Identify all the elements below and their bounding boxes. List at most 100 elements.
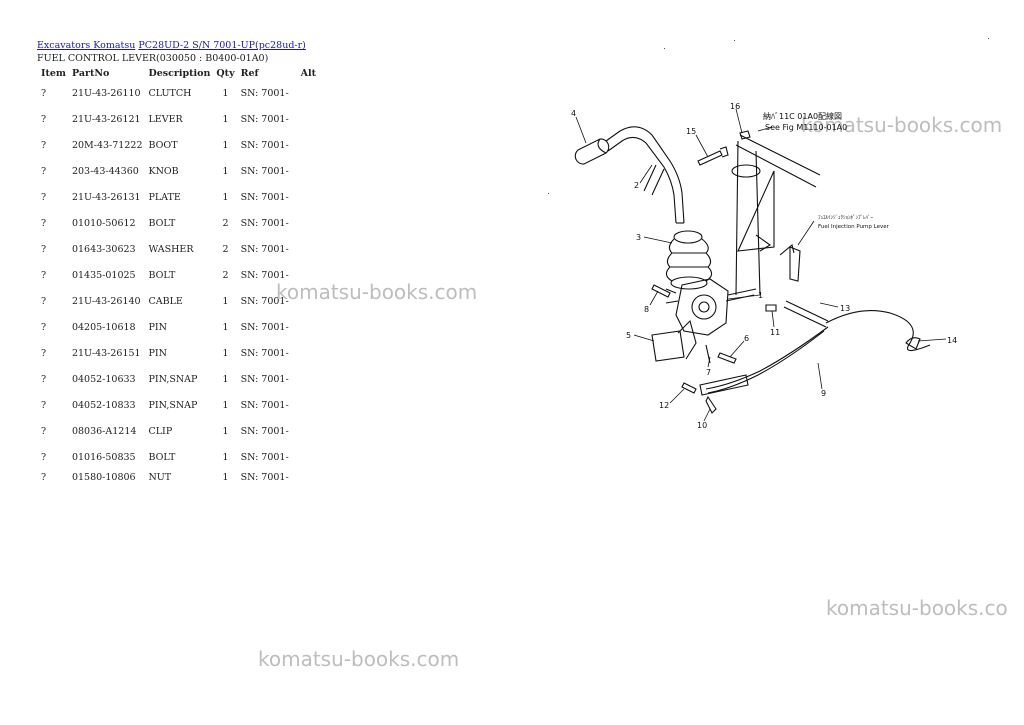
cell-alt — [298, 340, 319, 366]
cell-qty: 1 — [222, 321, 229, 333]
cell-description: CLUTCH — [148, 87, 192, 99]
cell-item: ? — [41, 471, 47, 483]
cell-qty: 1 — [222, 347, 229, 359]
cell-ref: SN: 7001- — [240, 399, 289, 411]
breadcrumb-link-model[interactable]: PC28UD-2 S/N 7001-UP(pc28ud-r) — [138, 40, 306, 51]
callout-1: 1 — [758, 291, 763, 300]
lever-part — [605, 126, 685, 224]
callout-15: 15 — [686, 127, 696, 136]
cell-ref: SN: 7001- — [240, 243, 289, 255]
header-alt: Alt — [300, 67, 316, 79]
cell-alt — [298, 106, 319, 132]
cell-ref: SN: 7001- — [240, 217, 289, 229]
cell-ref: SN: 7001- — [240, 451, 289, 463]
knob-part — [574, 138, 610, 165]
cell-partno: 21U-43-26151 — [71, 347, 141, 359]
cell-item: ? — [41, 217, 47, 229]
bolt-6-part — [717, 352, 737, 364]
clutch-part — [665, 278, 757, 336]
cell-partno: 01643-30623 — [71, 243, 136, 255]
scan-speck — [548, 193, 549, 194]
frame-part — [731, 134, 821, 296]
cell-qty: 1 — [222, 425, 229, 437]
cell-partno: 04052-10633 — [71, 373, 136, 385]
bolt-15-part — [697, 146, 729, 166]
cell-qty: 1 — [222, 191, 229, 203]
cell-item: ? — [41, 269, 47, 281]
cell-alt — [298, 470, 319, 484]
boot-part — [665, 230, 713, 290]
callout-3: 3 — [636, 233, 641, 242]
pin-11-part — [765, 304, 777, 312]
scan-speck — [988, 38, 989, 39]
cell-ref: SN: 7001- — [240, 165, 289, 177]
cell-description: BOLT — [148, 217, 176, 229]
cell-partno: 04205-10618 — [71, 321, 136, 333]
breadcrumb-link-category[interactable]: Excavators Komatsu — [37, 40, 136, 51]
cell-item: ? — [41, 399, 47, 411]
parts-table: Item PartNo Description Qty Ref Alt ?21U… — [37, 66, 319, 484]
cell-alt — [298, 314, 319, 340]
cell-qty: 1 — [222, 139, 229, 151]
watermark: komatsu-books.co — [826, 596, 1008, 620]
cell-description: BOLT — [148, 451, 176, 463]
cell-item: ? — [41, 347, 47, 359]
cell-item: ? — [41, 165, 47, 177]
cell-alt — [298, 80, 319, 106]
cell-item: ? — [41, 295, 47, 307]
cell-item: ? — [41, 451, 47, 463]
cell-description: PIN,SNAP — [148, 399, 198, 411]
watermark: komatsu-books.com — [801, 113, 1003, 137]
cell-description: BOOT — [148, 139, 178, 151]
cell-alt — [298, 236, 319, 262]
cell-partno: 21U-43-26121 — [71, 113, 141, 125]
cell-qty: 2 — [222, 269, 229, 281]
callout-11: 11 — [770, 328, 780, 337]
cell-item: ? — [41, 139, 47, 151]
pump-label-jp: ﾌｭｴﾙｲﾝｼﾞｪｸｼｮﾝﾎﾟﾝﾌﾟﾚﾊﾞｰ — [818, 214, 874, 221]
cell-alt — [298, 184, 319, 210]
cell-item: ? — [41, 243, 47, 255]
cell-ref: SN: 7001- — [240, 295, 289, 307]
cell-ref: SN: 7001- — [240, 87, 289, 99]
cell-partno: 01580-10806 — [71, 471, 136, 483]
cell-ref: SN: 7001- — [240, 347, 289, 359]
cell-qty: 2 — [222, 217, 229, 229]
bolt-10-part — [705, 395, 717, 414]
cell-ref: SN: 7001- — [240, 471, 289, 483]
cell-qty: 1 — [222, 87, 229, 99]
callout-8: 8 — [644, 305, 649, 314]
cell-partno: 01010-50612 — [71, 217, 136, 229]
bolt-8-part — [651, 284, 671, 298]
scan-speck — [664, 48, 665, 49]
callout-6: 6 — [744, 334, 749, 343]
callout-10: 10 — [697, 421, 707, 430]
cell-qty: 1 — [222, 295, 229, 307]
cell-alt — [298, 444, 319, 470]
cell-qty: 1 — [222, 113, 229, 125]
cell-description: PIN,SNAP — [148, 373, 198, 385]
cell-description: BOLT — [148, 269, 176, 281]
header-ref: Ref — [240, 67, 259, 79]
breadcrumb: Excavators Komatsu PC28UD-2 S/N 7001-UP(… — [37, 40, 306, 51]
plate-part — [651, 330, 685, 362]
ref-note: See Fig M1110-01A0 — [765, 123, 847, 132]
cell-partno: 01435-01025 — [71, 269, 136, 281]
callout-2: 2 — [634, 181, 639, 190]
header-partno: PartNo — [71, 67, 110, 79]
pump-label: Fuel Injection Pump Lever — [818, 224, 890, 230]
cell-partno: 21U-43-26140 — [71, 295, 141, 307]
cell-partno: 08036-A1214 — [71, 425, 137, 437]
